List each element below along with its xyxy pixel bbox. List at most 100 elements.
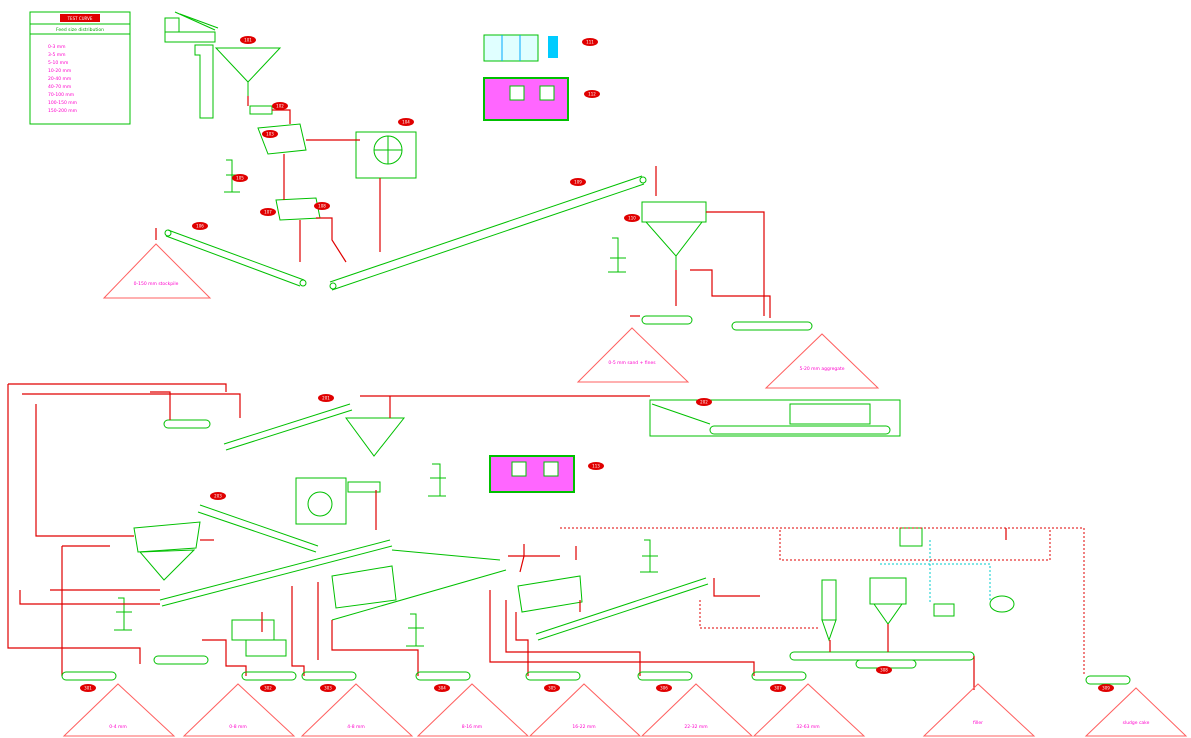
water-treatment-boundary [560, 527, 1085, 676]
svg-text:303: 303 [324, 686, 332, 691]
svg-text:109: 109 [574, 180, 582, 185]
middle-section [114, 399, 1131, 685]
tag-badge: 112 [584, 90, 600, 98]
stockpile [576, 327, 690, 383]
svg-text:308: 308 [880, 668, 888, 673]
stockpiles-top [102, 243, 880, 389]
stockpile [752, 683, 866, 737]
stockpiles-bottom [62, 683, 1188, 737]
stockpile-label: 5-20 mm aggregate [800, 366, 845, 372]
svg-text:101: 101 [244, 38, 252, 43]
svg-text:110: 110 [628, 216, 636, 221]
primary-screen [257, 123, 307, 155]
legend-row: 3-5 mm [48, 52, 66, 58]
bottom-conveyors [61, 655, 807, 681]
stockpile [764, 333, 880, 389]
tag-badge: 202 [696, 398, 712, 406]
legend-row: 0-3 mm [48, 44, 66, 50]
secondary-screen [275, 197, 321, 221]
secondary-hopper [345, 417, 406, 457]
screen-middle [331, 565, 397, 609]
screen-right [517, 575, 583, 613]
stockpile-label: 22-32 mm [684, 724, 707, 730]
stockpile [922, 683, 1036, 737]
tag-badge: 108 [314, 202, 330, 210]
tag-badge: 104 [398, 118, 414, 126]
legend-row: 70-100 mm [48, 92, 74, 98]
svg-text:112: 112 [588, 92, 596, 97]
tag-badge: 101 [240, 36, 256, 44]
legend-row: 150-200 mm [48, 108, 77, 114]
feeder [249, 105, 273, 115]
tag-badge: 111 [582, 38, 598, 46]
svg-text:306: 306 [660, 686, 668, 691]
equipment-tags: 101 102 103 104 105 106 107 108 109 110 … [80, 36, 1114, 692]
tag-badge: 103 [262, 130, 278, 138]
screen-top-right [641, 201, 707, 223]
legend-subtitle: Feed size distribution [56, 27, 104, 33]
svg-text:203: 203 [214, 494, 222, 499]
legend-box: TEST CURVE Feed size distribution 0-3 mm… [29, 11, 131, 125]
stockpile-label: 0-5 mm sand + fines [608, 360, 656, 366]
svg-text:305: 305 [548, 686, 556, 691]
stockpile [62, 683, 176, 737]
control-cabin [483, 34, 575, 493]
legend-row: 20-40 mm [48, 76, 71, 82]
tag-badge: 109 [570, 178, 586, 186]
tag-badge: 307 [770, 684, 786, 692]
tag-badge: 305 [544, 684, 560, 692]
stockpile-label: 32-63 mm [796, 724, 819, 730]
process-lines-bottom [7, 383, 1007, 690]
svg-text:301: 301 [84, 686, 92, 691]
svg-text:106: 106 [196, 224, 204, 229]
svg-text:302: 302 [264, 686, 272, 691]
stockpile [528, 683, 642, 737]
tag-badge: 304 [434, 684, 450, 692]
legend-row: 5-10 mm [48, 60, 68, 66]
stockpile-label: 0-8 mm [229, 724, 247, 730]
stockpile-label: 0-150 mm stockpile [134, 281, 179, 287]
screen-left [133, 521, 201, 553]
legend-row: 40-70 mm [48, 84, 71, 90]
tag-badge: 201 [318, 394, 334, 402]
tag-badge: 203 [210, 492, 226, 500]
tag-badge: 106 [192, 222, 208, 230]
tag-badge: 107 [260, 208, 276, 216]
svg-text:304: 304 [438, 686, 446, 691]
stockpile [1084, 687, 1188, 737]
tag-badge: 303 [320, 684, 336, 692]
stockpile-label: 4-8 mm [347, 724, 365, 730]
stockpile [300, 683, 414, 737]
svg-text:309: 309 [1102, 686, 1110, 691]
tag-badge: 306 [656, 684, 672, 692]
svg-text:201: 201 [322, 396, 330, 401]
tag-badge: 113 [588, 462, 604, 470]
svg-text:108: 108 [318, 204, 326, 209]
tag-badge: 110 [624, 214, 640, 222]
water-lines [880, 540, 991, 604]
tag-badge: 301 [80, 684, 96, 692]
primary-hopper [214, 47, 282, 83]
svg-text:105: 105 [236, 176, 244, 181]
stockpile [416, 683, 530, 737]
svg-text:107: 107 [264, 210, 272, 215]
svg-text:307: 307 [774, 686, 782, 691]
legend-title: TEST CURVE [67, 16, 93, 21]
stockpile-label: 16-22 mm [572, 724, 595, 730]
stockpile [640, 683, 754, 737]
stockpile [102, 243, 212, 299]
tag-badge: 309 [1098, 684, 1114, 692]
tag-badge: 308 [876, 666, 892, 674]
tag-badge: 105 [232, 174, 248, 182]
stockpile-label: sludge cake [1123, 720, 1150, 726]
svg-text:104: 104 [402, 120, 410, 125]
tag-badge: 302 [260, 684, 276, 692]
stockpile-label: filler [973, 720, 983, 726]
svg-text:103: 103 [266, 132, 274, 137]
svg-text:202: 202 [700, 400, 708, 405]
stockpile-label: 8-16 mm [462, 724, 482, 730]
stockpile [182, 683, 296, 737]
tag-badge: 102 [272, 102, 288, 110]
svg-text:102: 102 [276, 104, 284, 109]
